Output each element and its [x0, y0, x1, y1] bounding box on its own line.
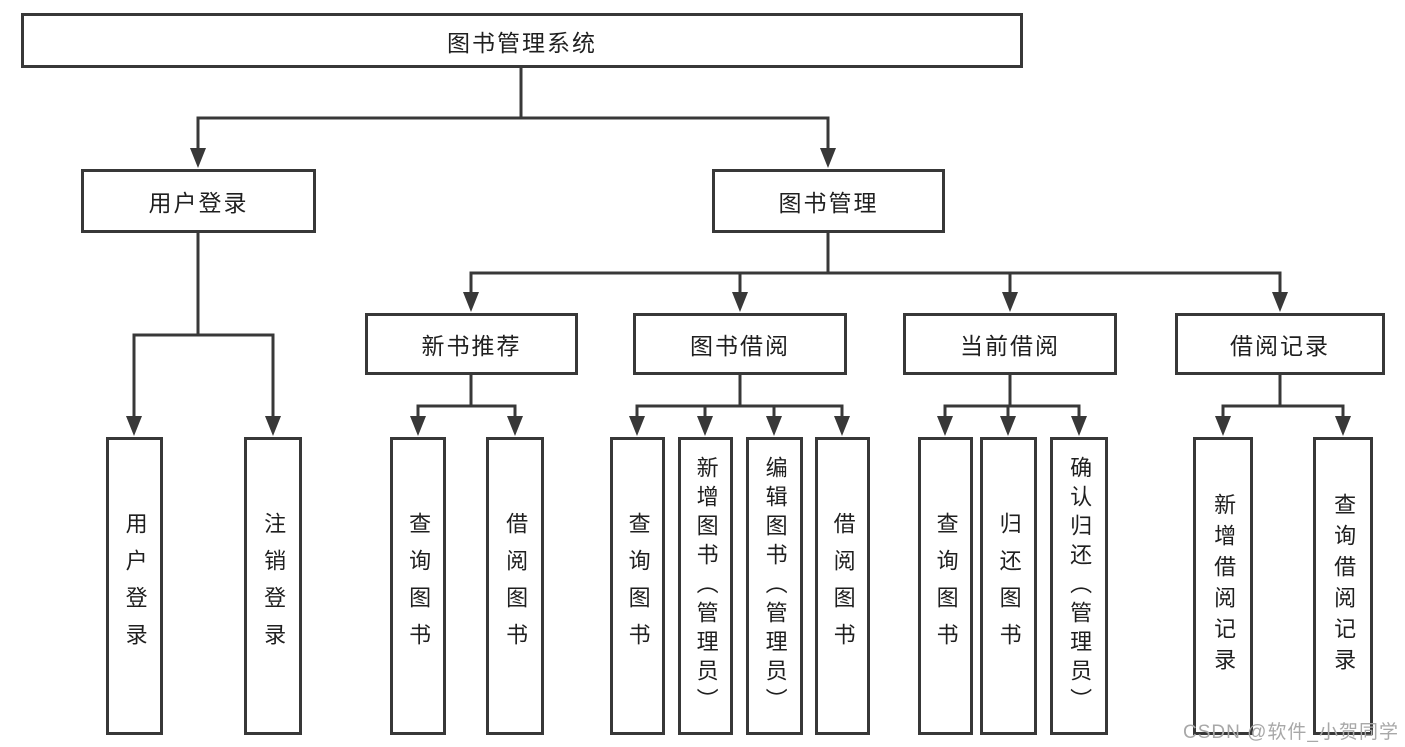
arrowhead — [1000, 416, 1016, 436]
node-add-book-admin: 新增图书（管理员） — [678, 437, 733, 735]
node-new-book-recommend: 新书推荐 — [365, 313, 578, 375]
connector-newbook-to-leaves — [416, 375, 517, 420]
node-borrow-books-recommend: 借阅图书 — [486, 437, 544, 735]
connector-userlogin-to-leaves — [132, 233, 275, 420]
arrowhead — [265, 416, 281, 436]
arrowhead — [629, 416, 645, 436]
node-label: 图书管理 — [778, 190, 879, 216]
node-label: 查询图书 — [406, 512, 432, 660]
node-label: 图书管理系统 — [447, 29, 597, 56]
node-user-login-leaf: 用户登录 — [106, 437, 163, 735]
node-borrow-books-leaf: 借阅图书 — [815, 437, 870, 735]
node-label: 借阅记录 — [1230, 333, 1330, 359]
node-query-borrow-record: 查询借阅记录 — [1313, 437, 1373, 735]
connector-currentborrow-to-leaves — [943, 375, 1081, 420]
node-edit-book-admin: 编辑图书（管理员） — [746, 437, 803, 735]
arrowhead — [732, 292, 748, 312]
arrowhead — [697, 416, 713, 436]
connector-bookborrow-to-leaves — [635, 375, 844, 420]
node-query-books-current: 查询图书 — [918, 437, 973, 735]
arrowhead — [1071, 416, 1087, 436]
arrowhead — [1335, 416, 1351, 436]
node-user-login: 用户登录 — [81, 169, 316, 233]
arrowhead — [507, 416, 523, 436]
node-book-borrow: 图书借阅 — [633, 313, 847, 375]
watermark-text: CSDN @软件_小贺同学 — [1183, 722, 1399, 743]
node-label: 新书推荐 — [421, 333, 522, 359]
arrowhead — [820, 148, 836, 168]
node-label: 借阅图书 — [830, 512, 856, 660]
connector-bookmgmt-to-level3 — [469, 233, 1282, 296]
node-label: 查询借阅记录 — [1331, 493, 1357, 679]
node-label: 注销登录 — [261, 512, 287, 660]
arrowhead — [1215, 416, 1231, 436]
node-logout: 注销登录 — [244, 437, 302, 735]
arrowhead — [1002, 292, 1018, 312]
node-query-books-recommend: 查询图书 — [390, 437, 446, 735]
arrowhead — [410, 416, 426, 436]
node-label: 查询图书 — [625, 512, 651, 660]
node-confirm-return-admin: 确认归还（管理员） — [1050, 437, 1108, 735]
arrowhead — [937, 416, 953, 436]
node-root: 图书管理系统 — [21, 13, 1023, 68]
node-label: 编辑图书（管理员） — [762, 455, 788, 717]
node-label: 图书借阅 — [690, 333, 790, 359]
connector-root-to-level2 — [196, 68, 830, 152]
node-label: 借阅图书 — [503, 512, 529, 660]
node-label: 新增借阅记录 — [1211, 493, 1237, 679]
node-borrow-records: 借阅记录 — [1175, 313, 1385, 375]
node-add-borrow-record: 新增借阅记录 — [1193, 437, 1253, 735]
node-label: 归还图书 — [996, 512, 1022, 660]
node-label: 查询图书 — [933, 512, 959, 660]
node-query-books-borrow: 查询图书 — [610, 437, 665, 735]
node-book-management: 图书管理 — [712, 169, 945, 233]
connector-borrowrecords-to-leaves — [1221, 375, 1345, 420]
arrowhead — [126, 416, 142, 436]
arrowhead — [190, 148, 206, 168]
node-label: 用户登录 — [148, 190, 249, 216]
node-label: 新增图书（管理员） — [693, 455, 719, 717]
node-label: 确认归还（管理员） — [1067, 455, 1093, 717]
node-return-book: 归还图书 — [980, 437, 1037, 735]
arrowhead — [1272, 292, 1288, 312]
arrowhead — [834, 416, 850, 436]
arrowhead — [766, 416, 782, 436]
node-label: 当前借阅 — [960, 333, 1060, 359]
node-current-borrow: 当前借阅 — [903, 313, 1117, 375]
node-label: 用户登录 — [122, 512, 148, 660]
arrowhead — [463, 292, 479, 312]
